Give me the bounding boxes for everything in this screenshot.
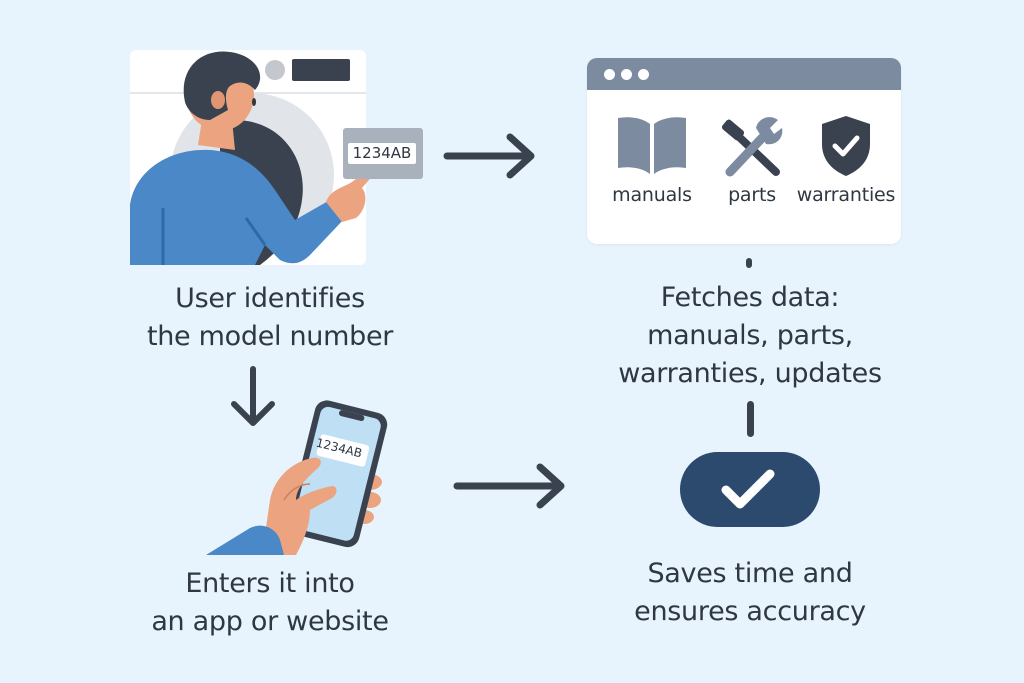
person-hand — [326, 167, 376, 222]
phone-icon — [287, 400, 388, 548]
person-at-washing-machine-illustration — [130, 50, 376, 265]
resource-parts: parts — [715, 116, 789, 206]
resource-warranties: warranties — [793, 114, 899, 206]
washer-knob — [265, 60, 285, 80]
browser-window: manuals parts warranties — [587, 58, 901, 244]
person-shirt — [130, 149, 345, 265]
shield-check-icon — [822, 116, 870, 176]
washer-display — [292, 59, 350, 81]
arrow-right-icon — [443, 133, 536, 179]
step-fetch-caption: Fetches data: manuals, parts, warranties… — [618, 282, 882, 389]
connector-dot — [746, 258, 752, 268]
hand-holding-phone-illustration — [206, 400, 388, 555]
model-number-label: 1234AB — [348, 143, 416, 164]
arrow-right-icon — [453, 463, 566, 509]
browser-title-bar — [587, 58, 901, 90]
success-badge — [680, 452, 820, 527]
window-dot-icon — [638, 69, 649, 80]
resource-label: manuals — [612, 184, 692, 206]
resource-label: warranties — [796, 184, 896, 206]
resource-label: parts — [728, 184, 776, 206]
checkmark-icon — [721, 469, 775, 509]
step-result-caption: Saves time and ensures accuracy — [634, 558, 866, 627]
window-dot-icon — [604, 69, 615, 80]
hand — [262, 457, 337, 555]
connector-line — [747, 401, 754, 437]
model-number-plate: 1234AB — [343, 128, 423, 179]
book-icon — [618, 117, 686, 174]
arrow-down-icon — [229, 366, 277, 428]
person-hair — [183, 51, 261, 120]
step-identify-caption: User identifies the model number — [146, 283, 394, 352]
step-enter-caption: Enters it into an app or website — [151, 568, 389, 637]
step-enter-illustration — [192, 400, 392, 555]
resource-manuals: manuals — [607, 116, 697, 206]
tools-icon — [721, 117, 783, 177]
window-dot-icon — [621, 69, 632, 80]
sleeve — [206, 525, 284, 555]
step-identify-illustration — [130, 50, 430, 265]
